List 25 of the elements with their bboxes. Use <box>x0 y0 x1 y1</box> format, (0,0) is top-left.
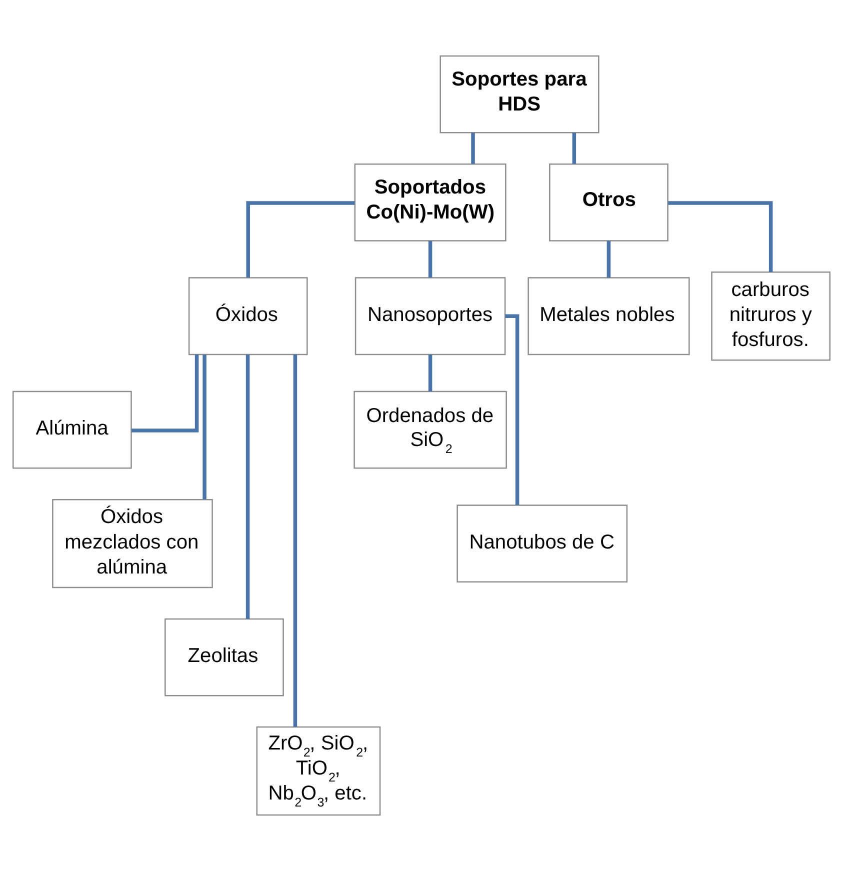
node-box: carburos nitruros y fosfuros. <box>711 272 830 361</box>
connector <box>668 201 773 272</box>
node-box: Soportes para HDS <box>440 55 600 134</box>
node-box: Nanotubos de C <box>456 504 628 583</box>
node-box: Ordenados de SiO$_{2}$ <box>354 390 507 469</box>
node-box: Alúmina <box>12 390 132 469</box>
node-box: Metales nobles <box>528 277 690 356</box>
connector <box>246 354 250 619</box>
node-box: Nanosoportes <box>354 277 506 356</box>
node-box: Soportados Co(Ni)-Mo(W) <box>354 163 506 242</box>
node-box: Óxidos <box>188 277 308 356</box>
connector <box>572 132 576 164</box>
connector <box>132 354 199 432</box>
node-box: Otros <box>549 163 668 242</box>
connector <box>202 354 206 500</box>
node-box: ZrO$_{2}$, SiO$_{2}$, TiO$_{2}$, Nb$_{2}$O$_{3}$, etc. <box>256 726 381 816</box>
connector <box>293 354 298 727</box>
connector <box>428 354 432 392</box>
connector <box>246 201 355 278</box>
connector <box>471 132 475 164</box>
connector <box>606 240 611 278</box>
node-box: Zeolitas <box>164 618 284 696</box>
node-box: Óxidos mezclados con alúmina <box>52 498 213 588</box>
connector <box>428 240 432 278</box>
connector <box>505 314 520 505</box>
